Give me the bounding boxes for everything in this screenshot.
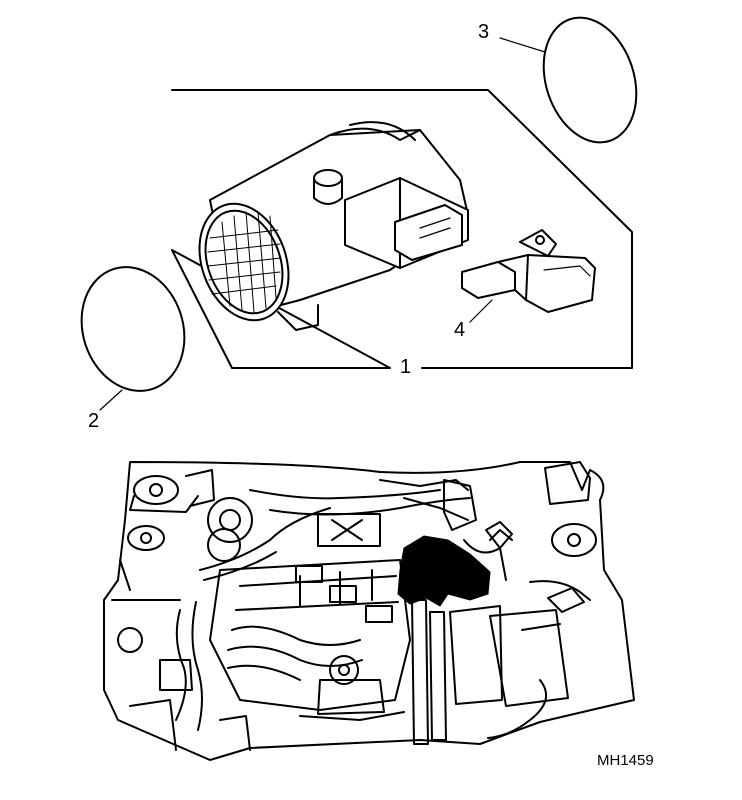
callout-1: 1: [400, 356, 412, 378]
leader-3: [499, 37, 546, 53]
highlighted-part: [397, 535, 491, 607]
air-flow-meter-body: [198, 121, 469, 331]
seal-3: [542, 16, 638, 144]
figure-id: MH1459: [597, 752, 654, 769]
callout-4: 4: [454, 319, 466, 341]
sensor-4: [461, 229, 596, 313]
engine-bay-view: [103, 461, 635, 761]
seal-2: [80, 266, 186, 392]
callout-3: 3: [478, 21, 490, 43]
leader-4: [469, 299, 493, 323]
assembly-outline: [171, 89, 633, 369]
leader-2: [99, 389, 123, 411]
callout-2: 2: [88, 410, 100, 432]
